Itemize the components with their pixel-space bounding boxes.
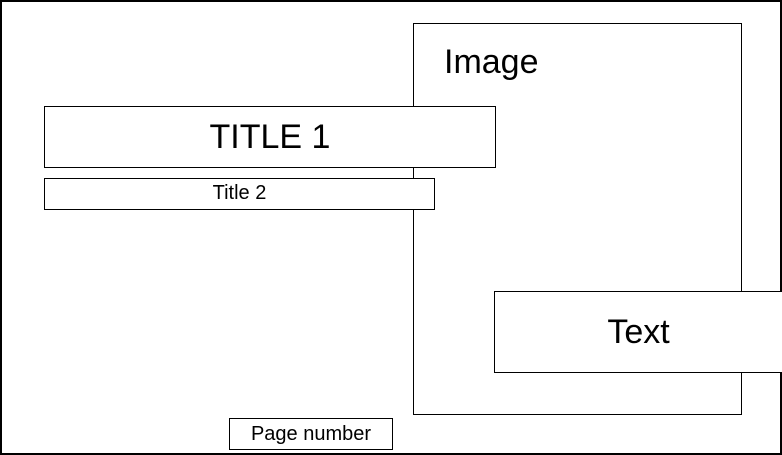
image-placeholder: Image <box>413 23 742 415</box>
title-1-box: TITLE 1 <box>44 106 496 168</box>
page-number-label: Page number <box>250 423 372 445</box>
title-2-box: Title 2 <box>44 178 435 210</box>
text-box: Text <box>494 291 782 373</box>
image-placeholder-label: Image <box>444 43 539 81</box>
text-box-label: Text <box>607 313 670 351</box>
title-1-label: TITLE 1 <box>209 118 331 156</box>
title-2-label: Title 2 <box>212 182 267 204</box>
page-number-box: Page number <box>229 418 393 450</box>
